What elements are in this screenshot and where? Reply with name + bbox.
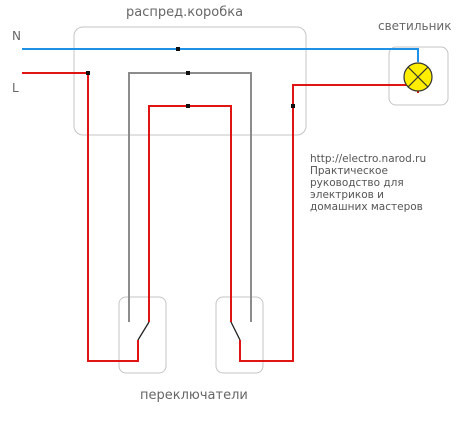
node-phase-input (86, 71, 90, 75)
junction-box (73, 26, 307, 136)
switch-housing-right (215, 296, 264, 374)
lamp-icon (403, 62, 433, 92)
credits-line: руководство для (310, 177, 404, 189)
junction-box-label: распред.коробка (126, 5, 244, 20)
connection-nodes (86, 47, 295, 108)
phase-wire-input (22, 72, 139, 362)
neutral-label: N (12, 29, 21, 43)
phase-wire-return (239, 106, 294, 362)
lamp-housing (388, 46, 449, 106)
switches-label: переключатели (140, 388, 248, 403)
credits-block: http://electro.narod.ru Практическое рук… (310, 153, 426, 213)
line-label: L (12, 81, 19, 95)
node-traveler-2 (186, 104, 190, 108)
node-phase-lamp (291, 104, 295, 108)
credits-url: http://electro.narod.ru (310, 153, 427, 165)
traveler-wire-1 (128, 72, 252, 316)
lamp-label: светильник (378, 19, 452, 33)
traveler-wire-2 (148, 105, 232, 316)
credits-line: домашних мастеров (310, 201, 423, 213)
switch-housing-left (118, 296, 167, 374)
two-way-switch-icon (128, 316, 150, 341)
neutral-wire (22, 48, 419, 62)
node-traveler-1 (186, 71, 190, 75)
two-way-switch-icon (230, 316, 252, 341)
phase-wire-lamp (292, 84, 419, 106)
credits-line: электриков и (310, 189, 384, 201)
credits-line: Практическое (310, 165, 388, 177)
node-neutral (176, 47, 180, 51)
